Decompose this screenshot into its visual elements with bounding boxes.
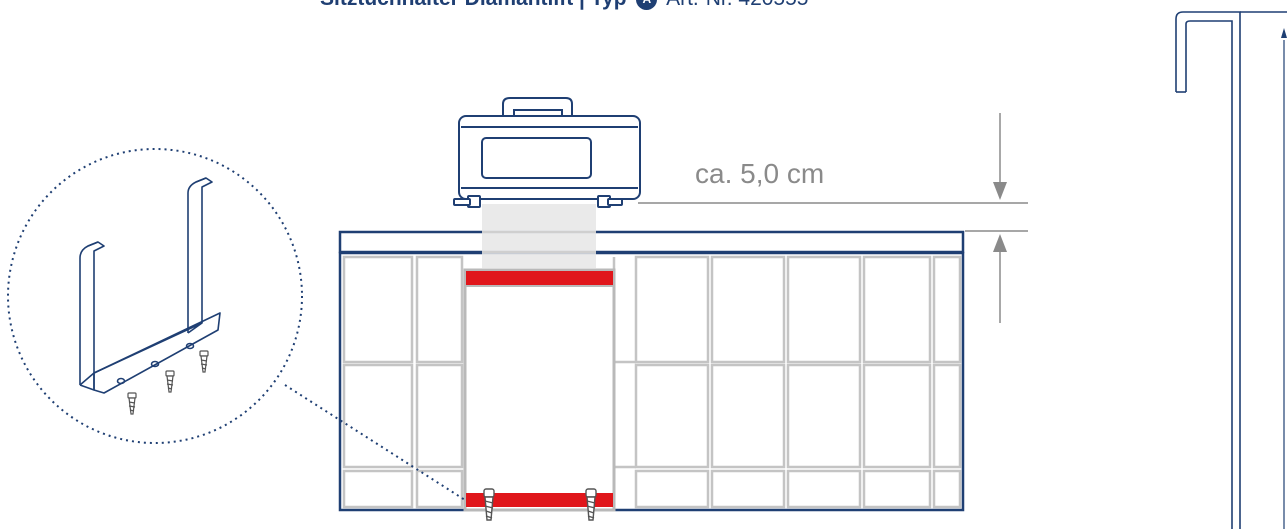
dimension-marker [638,113,1028,323]
side-view-bracket [1175,11,1287,529]
screw-left [483,488,495,521]
bottom-mounting-strip [466,493,613,507]
mount-projection [482,204,596,268]
screw-right [585,488,597,521]
seat-holder-panel [463,268,616,512]
typ-badge: A [636,0,658,10]
dimension-label: ca. 5,0 cm [695,158,824,189]
side-view-arrow [1281,28,1287,38]
detail-circle [7,148,303,444]
detail-screw-3 [199,350,209,373]
article-number: Art.-Nr. 420555 [666,0,808,10]
tile-grid [342,255,962,509]
top-mounting-strip [466,271,613,285]
typ-label: Typ [591,0,627,10]
diagram-title: Sitztuchhalter Diamantlift | Typ A Art.-… [320,0,1020,11]
product-name: Sitztuchhalter Diamantlift [320,0,573,10]
case-icon [453,97,641,208]
detail-screw-1 [127,392,137,415]
bracket-icon [79,177,221,394]
detail-screw-2 [165,370,175,393]
tiled-wall [338,251,965,512]
title-separator: | [573,0,591,10]
shelf-ledge [338,230,965,254]
callout-line [284,384,466,501]
